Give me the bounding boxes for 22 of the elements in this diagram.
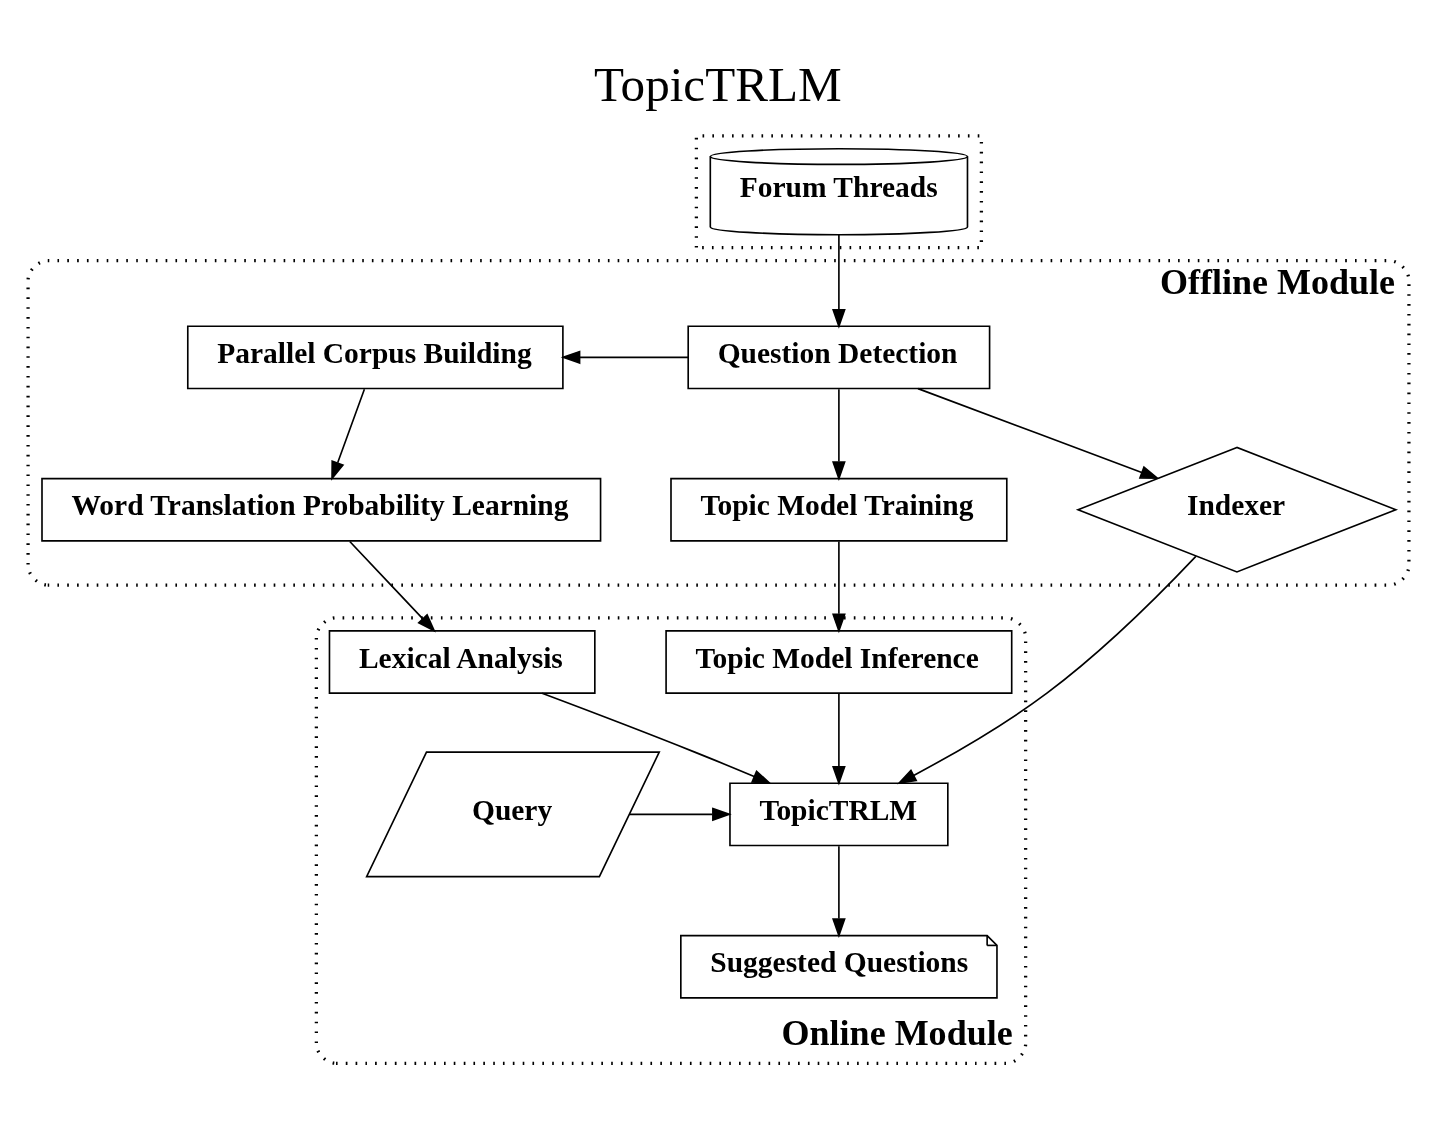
arrow (917, 387, 1160, 480)
arrow (832, 540, 846, 634)
node-box: Lexical Analysis (328, 630, 596, 694)
arrow (560, 350, 689, 365)
node-box: Topic Model Inference (665, 630, 1013, 694)
arrow (331, 388, 366, 481)
arrow (832, 388, 846, 481)
arrow (896, 555, 1197, 785)
arrow (832, 233, 846, 329)
arrow (832, 845, 846, 938)
arrow (541, 692, 772, 784)
arrow (348, 540, 436, 633)
node-box: Parallel Corpus Building (186, 325, 564, 390)
cluster (694, 134, 984, 250)
arrow (628, 807, 732, 822)
node-box: TopicTRLM (729, 782, 949, 847)
node-box: Topic Model Training (670, 477, 1008, 542)
node-box: Question Detection (687, 325, 991, 390)
arrow (832, 693, 846, 786)
node-box: Word Translation Probability Learning (41, 477, 602, 542)
diagram-title: TopicTRLM (594, 57, 842, 113)
node-diamond: Indexer (1075, 446, 1399, 573)
